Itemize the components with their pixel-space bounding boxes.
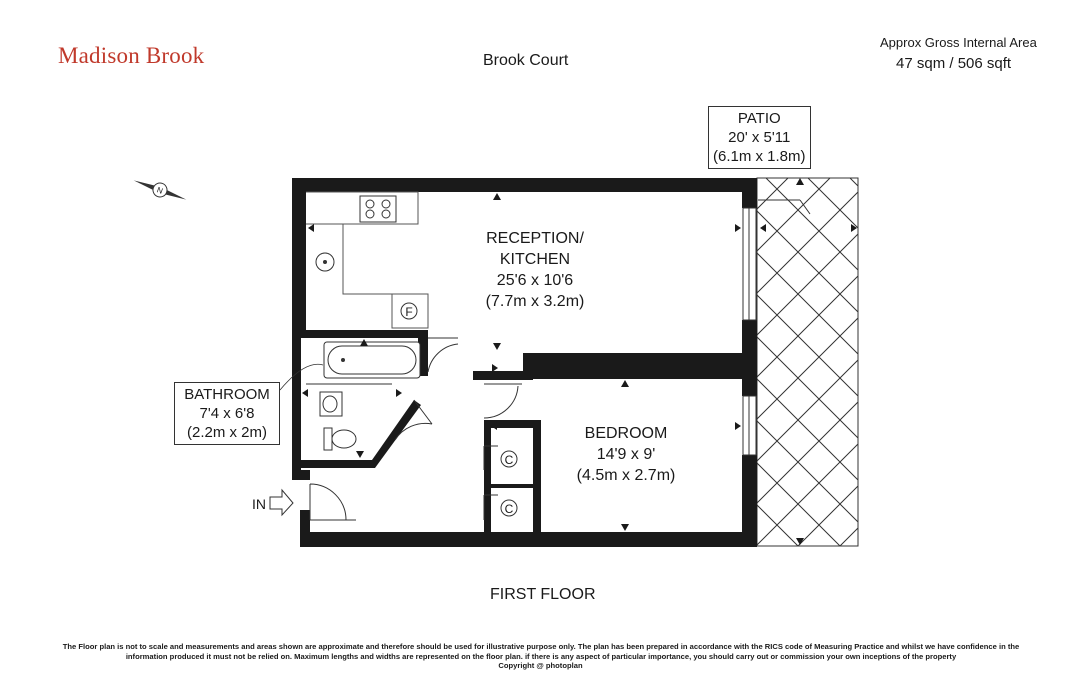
hob-icon	[359, 195, 397, 223]
compass-label: N	[156, 185, 165, 196]
bath-icon	[323, 341, 421, 379]
bathroom-angled-wall	[301, 400, 421, 468]
cupboard-2-label: C	[505, 502, 514, 516]
bedroom-label: BEDROOM 14'9 x 9' (4.5m x 2.7m)	[566, 423, 686, 486]
brand-logo: Madison Brook	[58, 43, 205, 68]
bathroom-imperial: 7'4 x 6'8	[199, 405, 255, 422]
reception-name-1: RECEPTION/	[486, 230, 584, 247]
reception-imperial: 25'6 x 10'6	[496, 272, 574, 289]
reception-name-2: KITCHEN	[499, 251, 571, 268]
compass-icon: N	[133, 180, 187, 200]
bathroom-metric: (2.2m x 2m)	[186, 424, 267, 441]
patio-metric: (6.1m x 1.8m)	[713, 148, 806, 165]
measurement-markers	[302, 178, 857, 545]
kitchen-worktop	[306, 191, 429, 329]
entrance-arrow-icon	[269, 488, 294, 517]
door-swings	[306, 199, 811, 521]
floor-name: FIRST FLOOR	[490, 586, 596, 603]
building-name: Brook Court	[483, 52, 569, 69]
patio-label: PATIO 20' x 5'11 (6.1m x 1.8m)	[708, 106, 811, 169]
reception-label: RECEPTION/ KITCHEN 25'6 x 10'6 (7.7m x 3…	[470, 228, 600, 312]
fridge-icon	[400, 302, 418, 320]
entrance-label: IN	[252, 496, 266, 512]
disclaimer: The Floor plan is not to scale and measu…	[62, 642, 1020, 661]
walls	[292, 178, 757, 547]
windows	[742, 207, 757, 456]
bathroom-leader	[279, 363, 324, 391]
reception-metric: (7.7m x 3.2m)	[485, 293, 585, 310]
bathroom-label: BATHROOM 7'4 x 6'8 (2.2m x 2m)	[174, 382, 280, 445]
area-value: 47 sqm / 506 sqft	[896, 55, 1012, 72]
patio-imperial: 20' x 5'11	[728, 129, 791, 146]
patio-name: PATIO	[737, 110, 781, 127]
cupboard-1-icon	[500, 450, 518, 468]
bedroom-name: BEDROOM	[584, 425, 668, 442]
cupboard-1-label: C	[505, 453, 514, 467]
bedroom-metric: (4.5m x 2.7m)	[576, 467, 676, 484]
copyright: Copyright @ photoplan	[498, 661, 583, 670]
toilet-icon	[323, 427, 333, 451]
cupboard-2-icon	[500, 499, 518, 517]
kitchen-sink-icon	[315, 252, 335, 272]
fridge-label: F	[405, 305, 412, 319]
area-label: Approx Gross Internal Area	[880, 35, 1037, 50]
patio-area	[756, 177, 859, 547]
bathroom-name: BATHROOM	[184, 386, 270, 403]
bedroom-imperial: 14'9 x 9'	[596, 446, 656, 463]
